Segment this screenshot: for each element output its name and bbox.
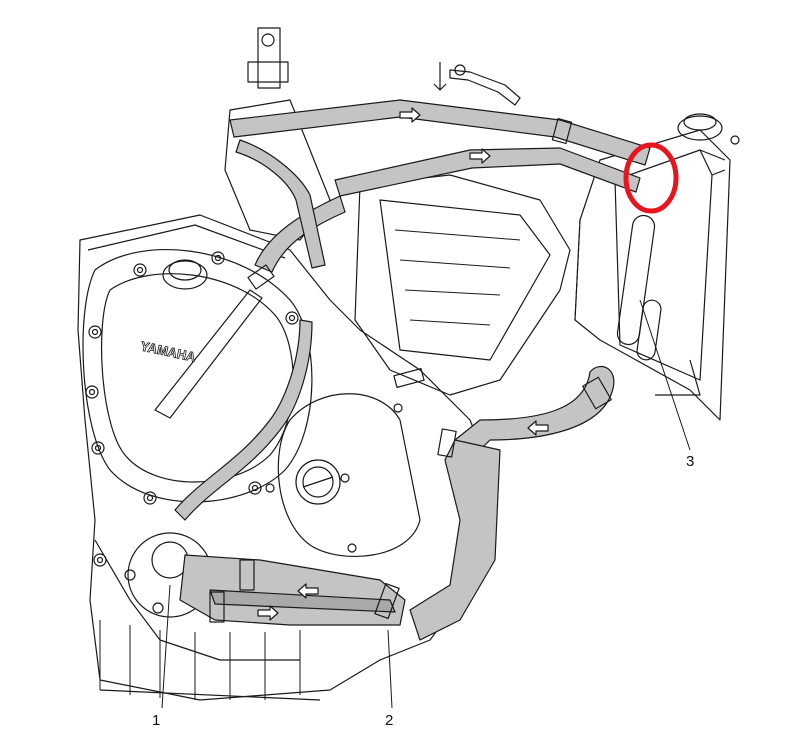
clutch-cover [82, 249, 313, 567]
flow-arrows [257, 107, 549, 621]
sensor-connector [433, 62, 521, 106]
callout-2: 2 [385, 712, 394, 729]
airbox [354, 174, 571, 396]
lower-radiator-hose [454, 366, 615, 461]
bypass-hose [254, 195, 346, 273]
callout-1: 1 [152, 712, 161, 729]
radiator [574, 113, 740, 421]
clutch-cover-bolts [85, 251, 299, 567]
leader-lines [161, 299, 691, 709]
highlight-circle [623, 142, 679, 214]
upper-radiator-hose [229, 99, 651, 166]
hose-clamps [209, 117, 612, 623]
breather-hose [334, 147, 641, 197]
callout-3: 3 [686, 453, 695, 470]
clutch-cover-logo: YAMAHA [139, 338, 197, 364]
coolant-hoses [174, 99, 651, 641]
stator-cover [265, 393, 421, 558]
